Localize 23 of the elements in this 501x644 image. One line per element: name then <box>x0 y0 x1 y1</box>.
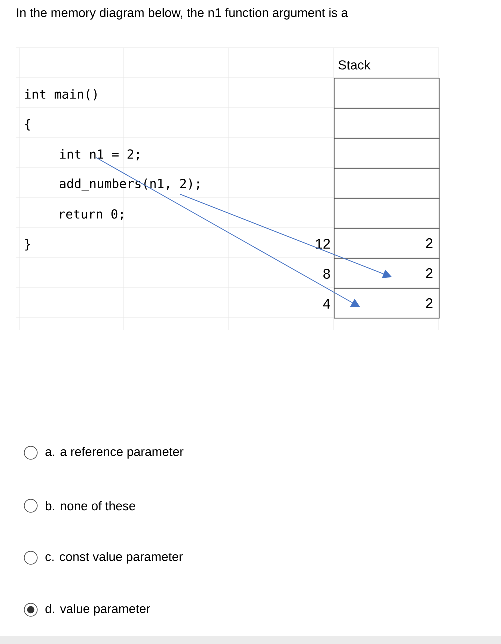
stack-cell: 2 <box>334 258 440 289</box>
address-label: 12 <box>316 239 330 249</box>
stack-cell <box>334 78 440 109</box>
code-line: int n1 = 2; <box>60 149 140 161</box>
address-label: 4 <box>323 299 330 309</box>
stack-cell <box>334 108 440 139</box>
option-text: d. value parameter <box>46 604 150 616</box>
arrow <box>96 157 360 308</box>
code-line: return 0; <box>60 209 123 221</box>
stack-cell <box>334 168 440 199</box>
code-line: { <box>26 119 30 131</box>
stack-cell <box>334 198 440 229</box>
stack-heading: Stack <box>338 60 371 70</box>
stack-cell <box>334 138 440 169</box>
code-line: } <box>26 239 30 251</box>
code-line: int main() <box>25 89 97 101</box>
option-text: b. none of these <box>46 501 136 511</box>
address-label: 8 <box>324 269 330 279</box>
stack-cell: 2 <box>334 228 440 259</box>
option-text: c. const value parameter <box>46 552 183 564</box>
option-text: a. a reference parameter <box>46 447 184 459</box>
stack-cell: 2 <box>334 288 440 319</box>
question-text: In the memory diagram below, the n1 function argument is a <box>17 8 348 20</box>
